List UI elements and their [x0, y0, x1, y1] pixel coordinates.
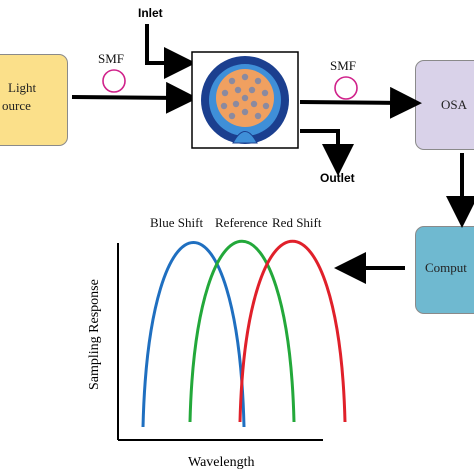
osa-label: OSA: [441, 97, 468, 112]
spectrum-chart: Wavelength Sampling Response Blue Shift R…: [87, 215, 347, 470]
series-label-3: Red Shift: [272, 215, 322, 230]
fiber-air-holes: [220, 73, 270, 120]
computer-label: Comput: [425, 260, 467, 275]
smf-right-coil: [334, 76, 358, 100]
arrow-light-to-sensor: [71, 81, 198, 114]
light-source-label-line2: ource: [2, 98, 31, 113]
series-label-1: Blue Shift: [150, 215, 203, 230]
fiber-inlet-notch: [232, 131, 258, 144]
light-source-label-line1: Light: [8, 80, 37, 95]
series-curve-1: [141, 241, 246, 428]
smf-right-label: SMF: [330, 58, 356, 73]
inlet-arrow: [145, 24, 196, 79]
smf-left-coil: [102, 69, 126, 93]
series-curve-2: [188, 239, 296, 423]
series-curve-3: [238, 239, 347, 423]
chart-x-axis-label: Wavelength: [188, 455, 255, 470]
arrow-sensor-to-osa: [299, 86, 422, 119]
outlet-arrow: [300, 129, 354, 176]
inlet-label: Inlet: [138, 6, 163, 20]
outlet-label: Outlet: [320, 171, 355, 185]
light-source-box: [0, 54, 68, 146]
smf-left-label: SMF: [98, 51, 124, 66]
computer-box: [415, 226, 474, 314]
chart-y-axis-label: Sampling Response: [87, 279, 102, 390]
series-label-2: Reference: [215, 215, 268, 230]
